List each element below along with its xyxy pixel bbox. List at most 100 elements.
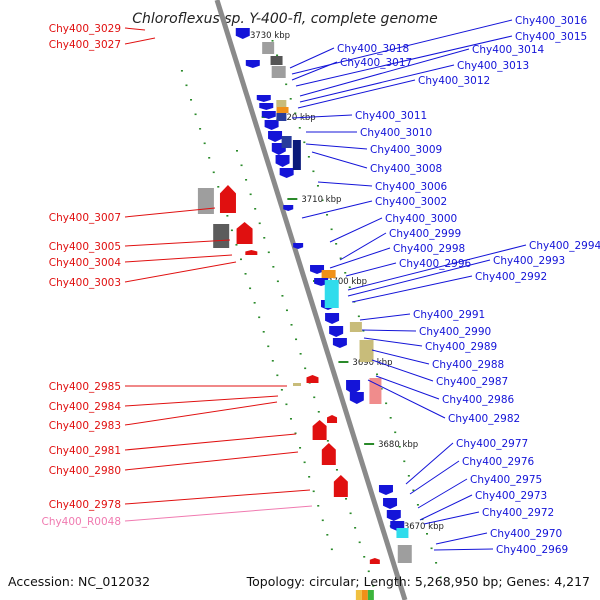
gene-block (369, 378, 382, 404)
gene-label-left[interactable]: Chy400_2980 (49, 465, 121, 477)
gene-label-left[interactable]: Chy400_2981 (49, 445, 121, 457)
track-dot (339, 257, 342, 260)
leader-line-left (124, 505, 313, 522)
gene-label-right[interactable]: Chy400_2990 (419, 326, 491, 338)
gene-arrow (235, 28, 250, 39)
gene-label-right[interactable]: Chy400_3012 (418, 75, 490, 87)
track-dot (326, 440, 329, 442)
gene-label-right[interactable]: Chy400_2999 (389, 228, 461, 240)
gene-label-right[interactable]: Chy400_3015 (515, 31, 587, 43)
track-dot (299, 353, 302, 355)
gene-label-right[interactable]: Chy400_3002 (375, 196, 447, 208)
track-dot (312, 490, 315, 493)
track-dot (294, 112, 297, 115)
leader-line-right (363, 337, 423, 347)
gene-block (367, 590, 374, 600)
gene-label-right[interactable]: Chy400_2969 (496, 544, 568, 556)
track-dot (407, 475, 410, 477)
right-leader-lines (289, 19, 527, 551)
track-dot (372, 585, 375, 587)
gene-label-left[interactable]: Chy400_2978 (49, 499, 121, 511)
gene-label-right[interactable]: Chy400_2989 (425, 341, 497, 353)
track-dot (258, 222, 261, 225)
gene-label-right[interactable]: Chy400_3006 (375, 181, 448, 193)
gene-block (324, 280, 339, 308)
leader-line-right (371, 359, 434, 382)
gene-label-right[interactable]: Chy400_2987 (436, 376, 508, 388)
gene-block (276, 100, 287, 107)
leader-line-left (124, 433, 297, 451)
leader-line-right (417, 478, 468, 509)
gene-block (359, 340, 374, 362)
gene-label-right[interactable]: Chy400_3011 (355, 110, 427, 122)
gene-label-right[interactable]: Chy400_3014 (472, 44, 545, 56)
track-dot (249, 193, 252, 196)
track-dot (321, 199, 324, 202)
leader-line-left (124, 239, 231, 247)
track-dot (208, 157, 211, 159)
leader-line-right (347, 244, 527, 291)
gene-label-right[interactable]: Chy400_2975 (470, 474, 542, 486)
scale-tick-label: 3690 kbp (352, 358, 392, 368)
gene-label-left[interactable]: Chy400_2983 (49, 420, 121, 432)
gene-label-left[interactable]: Chy400_2984 (49, 401, 122, 413)
gene-block (197, 188, 214, 214)
gene-arrow (261, 111, 276, 119)
leader-line-right (339, 232, 387, 261)
gene-label-right[interactable]: Chy400_3000 (385, 213, 457, 225)
gene-label-right[interactable]: Chy400_3017 (340, 57, 412, 69)
gene-label-right[interactable]: Chy400_2994 (529, 240, 600, 252)
gene-block (292, 140, 301, 170)
leader-line-right (297, 79, 416, 109)
track-dot (239, 258, 242, 261)
track-dot (304, 367, 307, 370)
gene-label-right[interactable]: Chy400_3009 (370, 144, 442, 156)
gene-label-right[interactable]: Chy400_2993 (493, 255, 565, 267)
gene-label-left[interactable]: Chy400_3003 (49, 277, 121, 289)
gene-label-right[interactable]: Chy400_3016 (515, 15, 588, 27)
gene-label-right[interactable]: Chy400_2996 (399, 258, 472, 270)
gene-label-left[interactable]: Chy400_3027 (49, 39, 121, 51)
gene-label-right[interactable]: Chy400_2977 (456, 438, 528, 450)
gene-label-left[interactable]: Chy400_2985 (49, 381, 121, 393)
track-dot (430, 547, 433, 550)
gene-label-right[interactable]: Chy400_2976 (462, 456, 535, 468)
leader-line-right (347, 259, 491, 297)
gene-block (397, 545, 412, 563)
track-dot (254, 208, 257, 210)
leader-line-right (409, 460, 460, 495)
leader-line-right (361, 329, 417, 332)
track-dot (389, 417, 392, 419)
gene-label-left[interactable]: Chy400_3004 (49, 257, 122, 269)
gene-label-right[interactable]: Chy400_2982 (448, 413, 520, 425)
gene-arrow (268, 131, 283, 142)
gene-label-right[interactable]: Chy400_2988 (432, 359, 504, 371)
accession-text: Accession: NC_012032 (8, 574, 150, 589)
gene-label-left[interactable]: Chy400_R0048 (41, 516, 121, 528)
track-dot (326, 214, 329, 216)
leader-line-left (124, 395, 279, 407)
gene-label-right[interactable]: Chy400_2972 (482, 507, 554, 519)
track-dot (263, 237, 266, 239)
gene-label-right[interactable]: Chy400_3008 (370, 163, 442, 175)
gene-label-right[interactable]: Chy400_2992 (475, 271, 547, 283)
gene-label-right[interactable]: Chy400_3010 (360, 127, 432, 139)
track-dot (285, 309, 288, 312)
gene-arrow (293, 243, 304, 249)
gene-label-left[interactable]: Chy400_3029 (49, 23, 121, 35)
track-dot (295, 338, 298, 341)
gene-block (213, 224, 230, 248)
gene-label-right[interactable]: Chy400_3018 (337, 43, 409, 55)
gene-label-right[interactable]: Chy400_2986 (442, 394, 515, 406)
gene-label-left[interactable]: Chy400_3007 (49, 212, 121, 224)
track-dot (385, 402, 388, 405)
gene-label-right[interactable]: Chy400_2991 (413, 309, 485, 321)
gene-label-left[interactable]: Chy400_3005 (49, 241, 121, 253)
gene-label-right[interactable]: Chy400_2998 (393, 243, 465, 255)
gene-arrow (325, 313, 340, 324)
gene-label-right[interactable]: Chy400_3013 (457, 60, 529, 72)
gene-label-right[interactable]: Chy400_2973 (475, 490, 547, 502)
scale-tick-label: 3700 kbp (327, 277, 367, 287)
gene-label-right[interactable]: Chy400_2970 (490, 528, 562, 540)
